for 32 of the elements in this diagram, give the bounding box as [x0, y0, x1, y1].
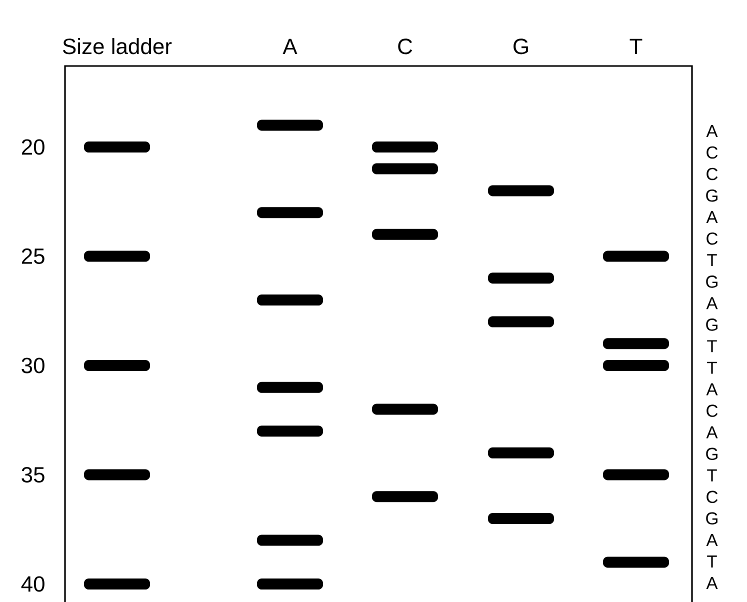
sequence-letter: A — [706, 534, 718, 546]
lane-label: A — [282, 38, 298, 54]
sequence-letter: T — [707, 340, 717, 352]
sequence-letter: A — [706, 426, 718, 438]
sequence-letter: G — [706, 512, 718, 525]
size-label: 25 — [22, 248, 44, 264]
lane-label: T — [630, 38, 642, 54]
sequence-letter: C — [706, 146, 718, 159]
sequence-letter: G — [706, 189, 718, 202]
size-label: 30 — [22, 358, 44, 374]
sequence-letter: A — [706, 297, 718, 310]
sequence-letter: C — [706, 168, 718, 180]
size-label: 40 — [21, 576, 44, 592]
sequence-letter: T — [707, 254, 717, 266]
lane-label: Size ladder — [62, 38, 172, 54]
lane-label: C — [398, 38, 412, 54]
sequence-letter: G — [706, 276, 718, 288]
sequence-letter: G — [706, 318, 718, 331]
sequence-letter: A — [706, 125, 718, 137]
size-label: 20 — [22, 139, 44, 155]
sequence-letter: A — [706, 577, 718, 589]
sequence-letter: A — [706, 211, 718, 224]
sequence-letter: T — [707, 362, 717, 374]
sequence-letter: C — [706, 490, 718, 504]
sequence-letter: G — [706, 448, 718, 460]
sequence-letter: T — [707, 556, 717, 568]
sequence-letter: A — [706, 383, 718, 396]
sequence-letter: T — [707, 469, 717, 482]
size-label: 35 — [22, 467, 44, 483]
sequence-letter: C — [706, 404, 718, 417]
sequence-letter: C — [706, 232, 718, 245]
lane-label: G — [514, 38, 528, 54]
